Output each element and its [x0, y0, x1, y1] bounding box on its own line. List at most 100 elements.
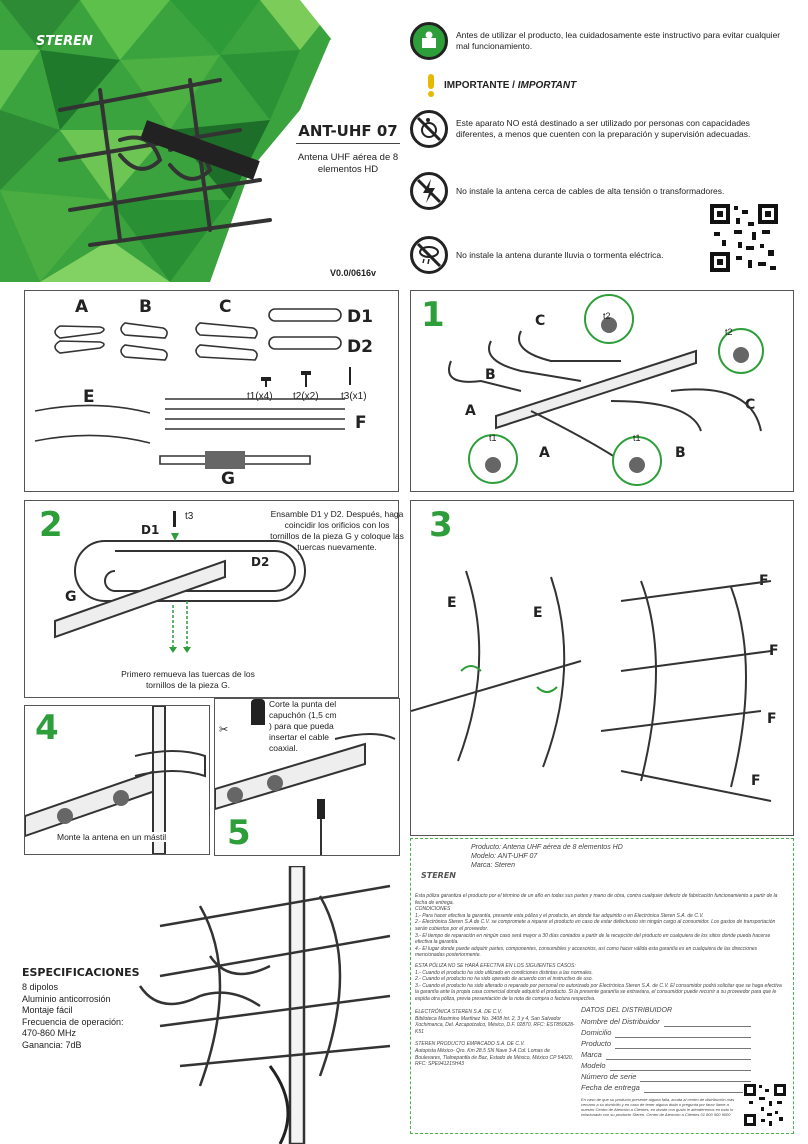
- step-2-drawing: [54, 511, 306, 653]
- warranty-mark: Marca: Steren: [471, 862, 515, 869]
- warranty-conditions-title: CONDICIONES: [415, 906, 451, 913]
- step-4-panel: 4 Monte la antena en un mástil: [24, 705, 210, 855]
- field-model[interactable]: Modelo: [581, 1060, 751, 1071]
- important-en: IMPORTANT: [517, 80, 577, 91]
- s1-t2-b: t2: [725, 327, 733, 337]
- field-label: Número de serie: [581, 1072, 637, 1081]
- field-distributor-name[interactable]: Nombre del Distribuidor: [581, 1016, 751, 1027]
- step-5-note: Corte la punta del capuchón (1,5 cm ) pa…: [251, 699, 341, 754]
- spec-line-5: Ganancia: 7dB: [22, 1039, 82, 1050]
- warranty-terms: Esta póliza garantiza el producto por el…: [415, 893, 787, 1003]
- scissors-icon: ✂: [219, 724, 229, 736]
- step-3-drawing: [411, 570, 772, 802]
- field-label: Nombre del Distribuidor: [581, 1017, 660, 1026]
- s3-F3-label: F: [767, 711, 777, 727]
- no-storm-icon: [410, 236, 448, 274]
- spec-line-2: Aluminio anticorrosión: [22, 993, 111, 1004]
- part-F-label: F: [355, 413, 367, 433]
- model-title: ANT-UHF 07: [298, 122, 398, 140]
- step-3-panel: 3 E E F F F F: [410, 500, 794, 836]
- warning-read-manual: Antes de utilizar el producto, lea cuida…: [410, 22, 790, 60]
- field-label: Fecha de entrega: [581, 1083, 640, 1092]
- s2-G-label: G: [65, 589, 77, 605]
- warning-storm: No instale la antena durante lluvia o to…: [410, 236, 790, 274]
- no-high-voltage-icon: [410, 172, 448, 210]
- s1-t2-a: t2: [603, 311, 611, 321]
- intro-text: Antes de utilizar el producto, lea cuida…: [456, 30, 781, 51]
- s3-E2-label: E: [533, 605, 543, 621]
- warranty-product: Producto: Antena UHF aérea de 8 elemento…: [471, 844, 623, 851]
- part-t2-label: t2(x2): [293, 391, 319, 402]
- s2-D2-label: D2: [251, 555, 270, 569]
- s1-label-C: C: [535, 313, 546, 329]
- s2-D1-label: D1: [141, 523, 160, 537]
- field-address[interactable]: Domicilio: [581, 1027, 751, 1038]
- reading-icon: [410, 22, 448, 60]
- s1-label-A: A: [465, 403, 476, 419]
- warranty-footer: En caso de que su producto presente algu…: [581, 1097, 735, 1117]
- field-delivery-date[interactable]: Fecha de entrega: [581, 1082, 751, 1093]
- address-2: Autopista México- Qro. Km 28.5 SN Nave 3…: [415, 1047, 573, 1068]
- step-3-number: 3: [429, 505, 453, 545]
- part-D2-label: D2: [347, 337, 373, 357]
- step-5-number: 5: [227, 813, 251, 853]
- warranty-not-valid-3: 3.- Cuando el producto ha sido alterado …: [415, 982, 782, 1002]
- warranty-product-info: Producto: Antena UHF aérea de 8 elemento…: [471, 843, 623, 870]
- step-4-number: 4: [35, 708, 59, 748]
- qr-code-icon: [708, 202, 780, 274]
- part-G-label: G: [221, 469, 235, 489]
- important-heading: IMPORTANTE / IMPORTANT: [444, 80, 576, 91]
- step-2-note: Ensamble D1 y D2. Después, haga coincidi…: [270, 509, 404, 552]
- warranty-addresses: ELECTRÓNICA STEREN S.A. DE C.V. Bibliote…: [415, 1009, 575, 1068]
- field-brand[interactable]: Marca: [581, 1049, 751, 1060]
- model-subtitle: Antena UHF aérea de 8 elementos HD: [297, 152, 399, 175]
- s1-label-A2: A: [539, 445, 550, 461]
- step-1-drawing: [448, 294, 764, 486]
- s1-t1-a: t1: [489, 433, 497, 443]
- warning-2-text: No instale la antena cerca de cables de …: [456, 185, 725, 196]
- field-product[interactable]: Producto: [581, 1038, 751, 1049]
- distributor-title: DATOS DEL DISTRIBUIDOR: [581, 1007, 673, 1014]
- warranty-brand-logo: STEREN: [421, 871, 457, 880]
- warranty-not-valid-1: 1.- Cuando el producto ha sido utilizado…: [415, 969, 593, 976]
- part-D1-label: D1: [347, 307, 373, 327]
- parts-drawing: [34, 308, 351, 469]
- s1-t1-b: t1: [633, 433, 641, 443]
- s1-label-B: B: [485, 367, 496, 383]
- warranty-body: Esta póliza garantiza el producto por el…: [415, 893, 778, 906]
- header-graphic: STEREN: [0, 0, 398, 282]
- title-divider: [296, 143, 400, 144]
- warning-1-text: Este aparato NO está destinado a ser uti…: [456, 118, 751, 139]
- warranty-qr-code-icon: [743, 1083, 787, 1127]
- s3-E1-label: E: [447, 595, 457, 611]
- part-B-label: B: [139, 297, 152, 317]
- field-label: Modelo: [581, 1061, 606, 1070]
- antenna-on-mast-illustration: [138, 866, 391, 1144]
- warranty-not-valid-2: 2.- Cuando el producto no ha sido operad…: [415, 976, 593, 983]
- field-label: Domicilio: [581, 1028, 612, 1037]
- exclamation-icon: [424, 74, 438, 103]
- warranty-condition-2: 2.- Electrónica Steren S.A de C.V. se co…: [415, 919, 776, 932]
- step-5-drawing: [215, 733, 396, 855]
- step-2-number: 2: [39, 505, 63, 545]
- field-serial[interactable]: Número de serie: [581, 1071, 751, 1082]
- no-wheelchair-icon: [410, 110, 448, 148]
- specifications: ESPECIFICACIONES 8 dipolos Aluminio anti…: [22, 966, 142, 1051]
- spec-line-3: Montaje fácil: [22, 1005, 73, 1015]
- warranty-card: STEREN Producto: Antena UHF aérea de 8 e…: [410, 838, 794, 1134]
- step-1-panel: 1 C B A A B C t2 t2 t1 t1: [410, 290, 794, 492]
- address-1-title: ELECTRÓNICA STEREN S.A. DE C.V.: [415, 1009, 502, 1015]
- part-E-label: E: [83, 387, 95, 407]
- version-label: V0.0/0616v: [330, 268, 377, 278]
- distributor-form: DATOS DEL DISTRIBUIDOR Nombre del Distri…: [581, 1007, 751, 1093]
- address-2-title: STEREN PRODUCTO EMPACADO S.A. DE C.V.: [415, 1041, 525, 1048]
- parts-panel: A B C D1 D2 E F G t1(x4) t2(x2) t3(x1): [24, 290, 399, 492]
- cap-icon: [251, 699, 265, 725]
- brand-logo: STEREN: [36, 34, 93, 49]
- step-4-drawing: [25, 706, 206, 854]
- warning-disability: Este aparato NO está destinado a ser uti…: [410, 110, 790, 148]
- part-t1-label: t1(x4): [247, 391, 273, 402]
- warranty-condition-4: 4.- El lugar donde puede adquirir partes…: [415, 945, 758, 959]
- warranty-not-valid-title: ESTA PÓLIZA NO SE HARÁ EFECTIVA EN LOS S…: [415, 962, 576, 969]
- field-label: Producto: [581, 1039, 612, 1048]
